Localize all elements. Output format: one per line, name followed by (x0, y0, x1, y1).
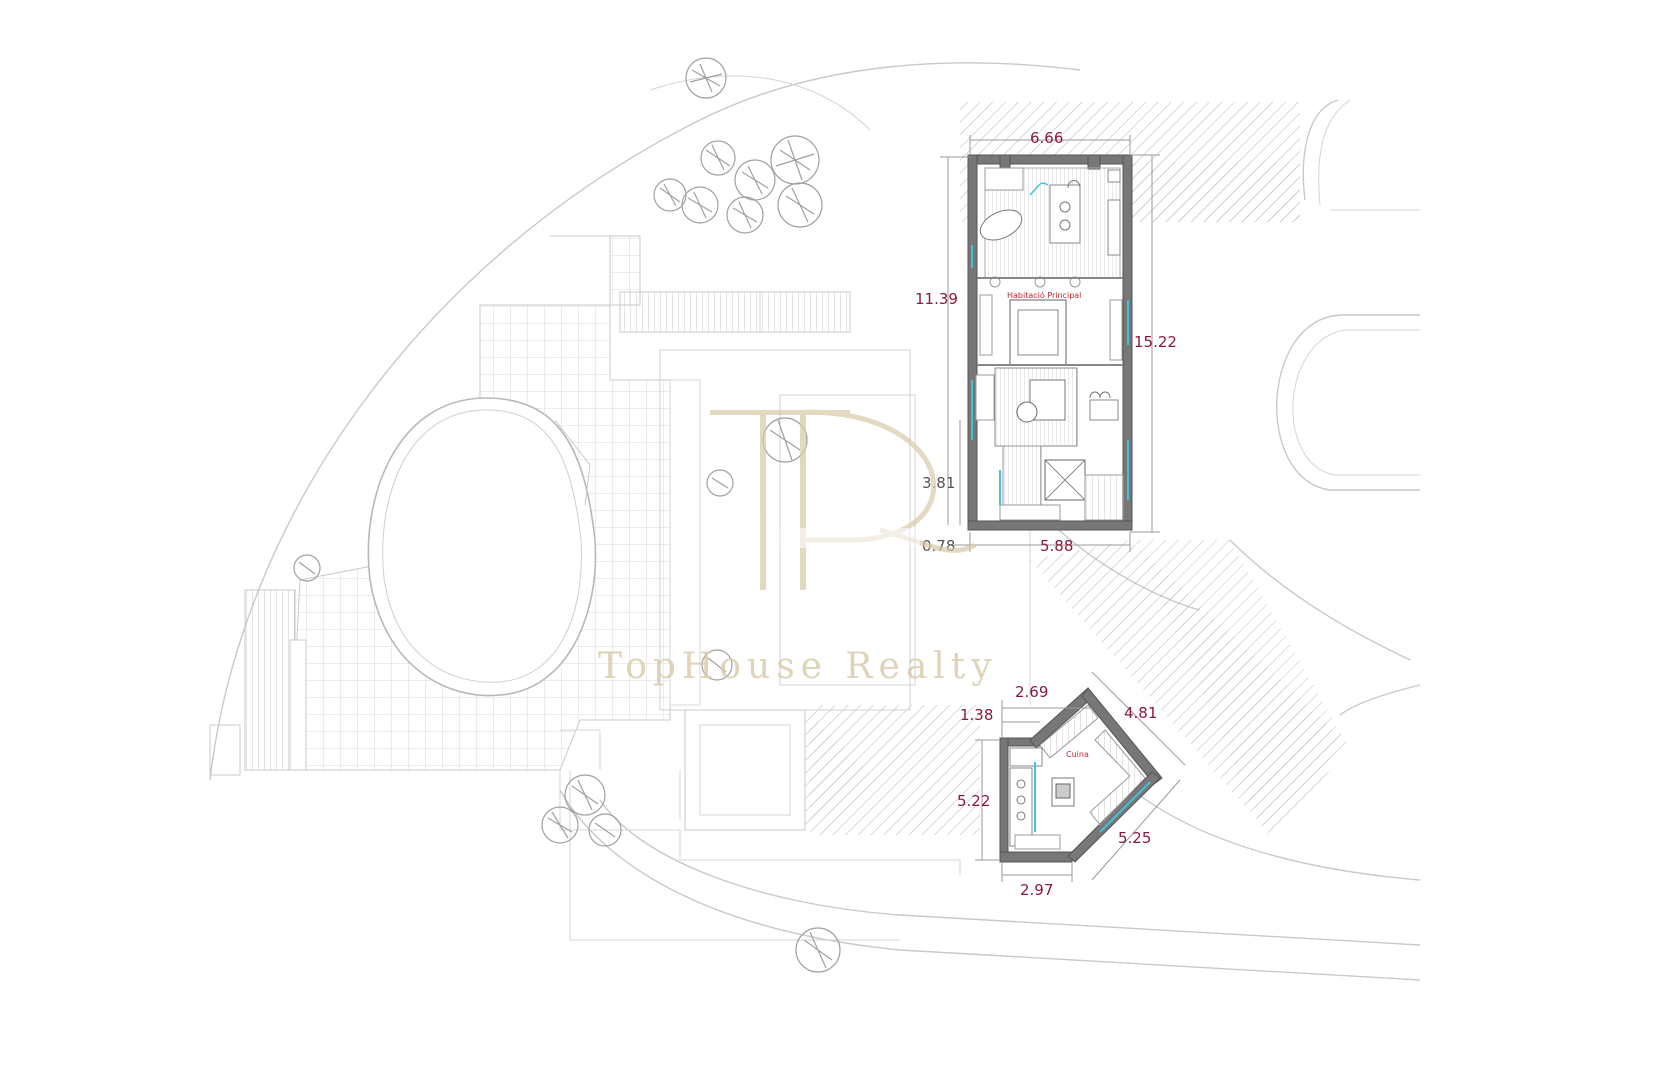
kitchen-building: Cuina (999, 687, 1163, 863)
dim-upper-width-bottom: 5.88 (1040, 537, 1073, 555)
dim-kitchen-top: 2.69 (1015, 683, 1048, 701)
upper-dimension-lines (940, 135, 1160, 552)
swimming-pool (367, 397, 597, 697)
dim-upper-low-left: 3.81 (922, 474, 955, 492)
upper-building: Habitació Principal (967, 154, 1133, 531)
room-label-master-bedroom: Habitació Principal (1007, 290, 1081, 300)
dim-upper-height-left: 11.39 (915, 290, 958, 308)
dim-upper-height-right: 15.22 (1134, 333, 1177, 351)
dim-kitchen-bottom: 2.97 (1020, 881, 1053, 899)
room-label-kitchen: Cuina (1066, 750, 1089, 759)
dim-upper-width-top: 6.66 (1030, 129, 1063, 147)
dim-kitchen-right-bottom: 5.25 (1118, 829, 1151, 847)
watermark-logo (710, 409, 977, 590)
watermark-text: TopHouse Realty (598, 646, 998, 687)
watermark: TopHouse Realty (598, 409, 998, 687)
dim-kitchen-right-top: 4.81 (1124, 704, 1157, 722)
terraces (559, 291, 1031, 941)
dim-kitchen-top-left: 1.38 (960, 706, 993, 724)
kitchen-dimension-lines (975, 671, 1186, 882)
dim-kitchen-left: 5.22 (957, 792, 990, 810)
